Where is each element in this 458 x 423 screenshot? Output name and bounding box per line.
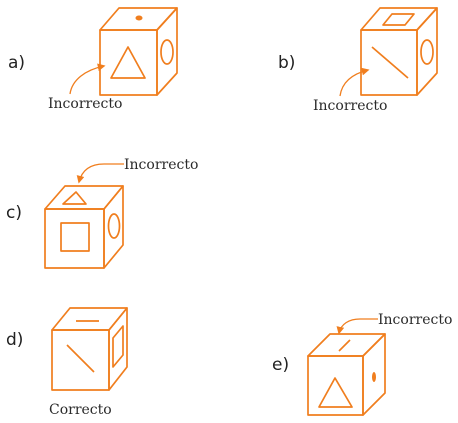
- verdict-d: Correcto: [49, 402, 112, 418]
- verdict-a: Incorrecto: [48, 96, 122, 112]
- oval-icon: [160, 39, 174, 65]
- cube-d-top-face: [51, 307, 128, 331]
- square-icon: [382, 13, 415, 26]
- option-e-label: e): [272, 355, 289, 375]
- cube-c-front-face: [44, 208, 105, 269]
- cube-d-front-face: [51, 329, 110, 391]
- option-b: b) Incorrecto: [278, 7, 438, 114]
- cube-a: [99, 7, 178, 96]
- oval-icon: [420, 39, 434, 65]
- cube-b-top-face: [360, 7, 438, 31]
- option-c-label: c): [6, 203, 22, 223]
- cube-d-side-face: [108, 307, 128, 391]
- square-icon: [60, 222, 90, 252]
- cube-e: [307, 333, 386, 416]
- option-a: a) Incorrecto: [8, 7, 178, 112]
- parallelogram-icon: [112, 325, 124, 368]
- triangle-icon: [318, 377, 353, 408]
- verdict-b: Incorrecto: [313, 98, 387, 114]
- diagonal-line-icon: [338, 339, 351, 352]
- option-a-label: a): [8, 53, 25, 73]
- option-c: c) Incorrecto: [6, 157, 198, 269]
- verdict-e: Incorrecto: [378, 312, 452, 328]
- dot-icon: [372, 372, 376, 382]
- triangle-icon: [110, 46, 146, 79]
- verdict-c: Incorrecto: [124, 157, 198, 173]
- cube-c-side-face: [103, 185, 124, 269]
- cube-b-side-face: [416, 7, 438, 96]
- diagonal-line-icon: [66, 344, 95, 373]
- cube-e-side-face: [362, 333, 386, 416]
- option-e: e) Incorrecto: [272, 312, 452, 416]
- cube-b: [360, 7, 438, 96]
- arrow-e: [336, 318, 361, 335]
- dot-icon: [135, 15, 143, 21]
- cube-a-front-face: [99, 29, 158, 96]
- cube-d: [51, 307, 128, 391]
- option-b-label: b): [278, 53, 295, 73]
- arrow-b: [339, 67, 370, 97]
- cube-c: [44, 185, 124, 269]
- arrow-a: [69, 63, 106, 95]
- diagonal-line-icon: [371, 46, 409, 79]
- option-d: d) Correcto: [6, 307, 128, 418]
- oval-icon: [107, 213, 121, 239]
- cube-c-top-face: [44, 185, 124, 210]
- option-d-label: d): [6, 330, 23, 350]
- arrow-c: [76, 163, 105, 184]
- cube-a-side-face: [156, 7, 178, 96]
- triangle-icon: [62, 191, 87, 205]
